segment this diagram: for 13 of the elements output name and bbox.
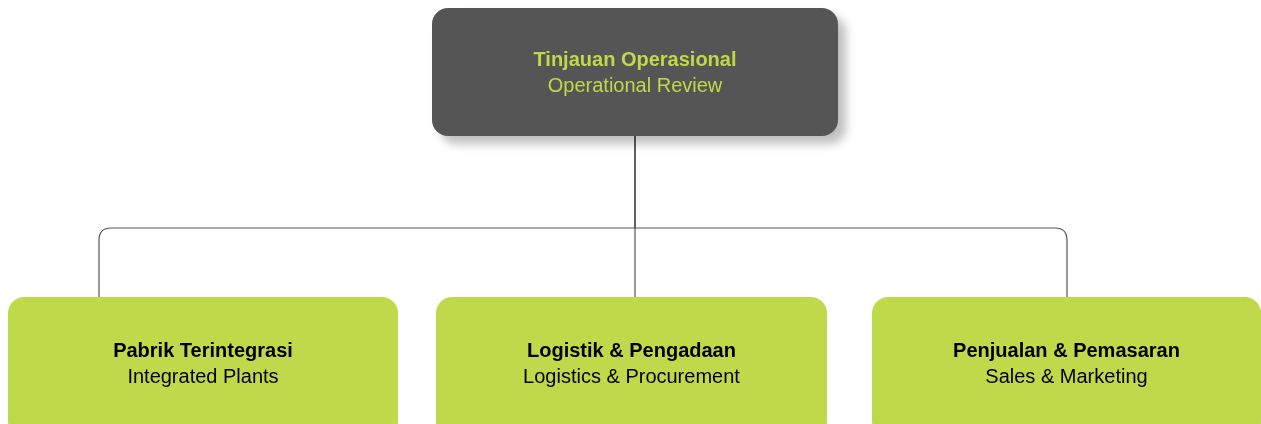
subtitle-text: Sales & Marketing bbox=[985, 364, 1148, 389]
title-text: Tinjauan Operasional bbox=[533, 47, 737, 72]
subtitle-text: Operational Review bbox=[547, 73, 723, 98]
subtitle-text: Integrated Plants bbox=[127, 364, 279, 389]
department-box bbox=[436, 297, 827, 424]
title-text: Logistik & Pengadaan bbox=[527, 338, 736, 363]
department-box bbox=[8, 297, 398, 424]
department-box bbox=[872, 297, 1261, 424]
connector-line bbox=[634, 135, 1068, 298]
header-box bbox=[432, 8, 838, 136]
subtitle-text: Logistics & Procurement bbox=[523, 364, 740, 389]
title-text: Penjualan & Pemasaran bbox=[953, 338, 1180, 363]
title-text: Pabrik Terintegrasi bbox=[113, 338, 293, 363]
